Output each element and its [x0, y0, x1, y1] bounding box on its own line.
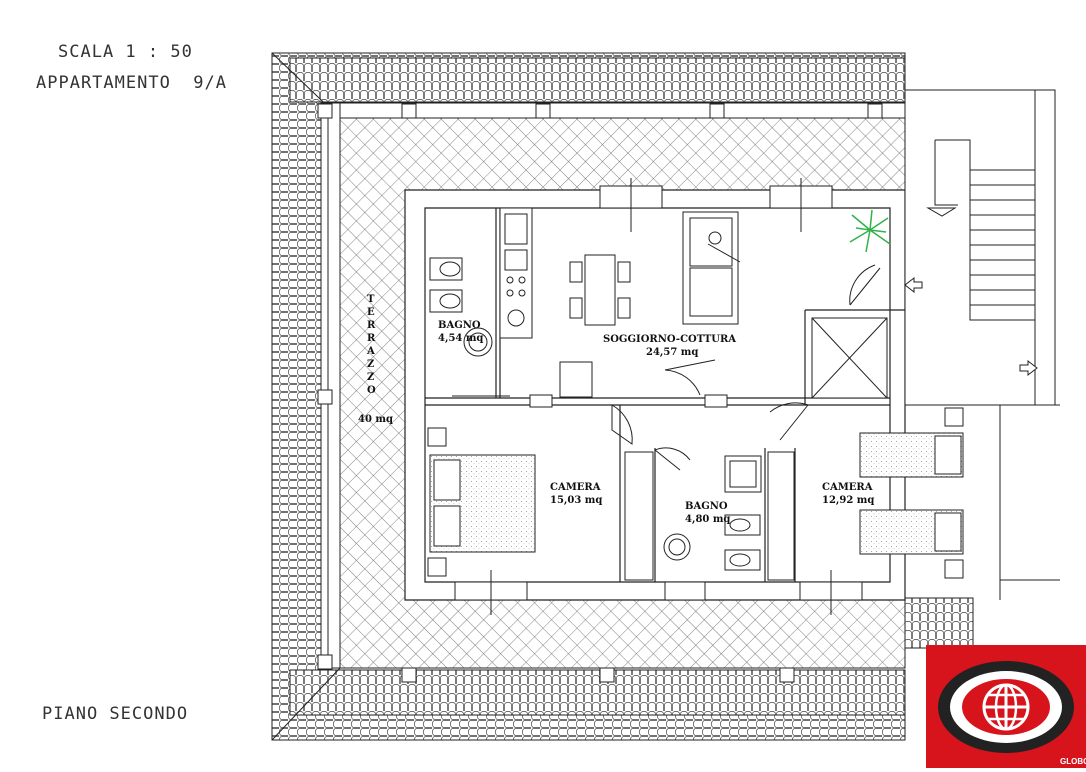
terrace-letter: E — [367, 307, 375, 318]
doors — [611, 264, 881, 471]
living-area: 24,57 mq — [646, 347, 698, 358]
floor-label: PIANO SECONDO — [42, 704, 189, 724]
terrace-letter: O — [367, 385, 376, 396]
scale-label: SCALA 1 : 50 — [58, 42, 193, 62]
camera2-name: CAMERA — [822, 482, 873, 493]
sofa — [682, 211, 741, 325]
camera1-name: CAMERA — [550, 482, 601, 493]
bagno2-area: 4,80 mq — [685, 514, 730, 525]
terrace-letter: A — [366, 346, 375, 357]
bagno2-name: BAGNO — [685, 501, 728, 512]
terrace-letter: Z — [367, 372, 374, 383]
terrace-letter: T — [367, 294, 375, 305]
terrace-paving — [317, 102, 906, 683]
camera1-area: 15,03 mq — [550, 495, 602, 506]
globe-icon: GLOBO — [938, 661, 1086, 766]
bathroom-fixtures — [429, 257, 762, 571]
bagno1-area: 4,54 mq — [438, 333, 483, 344]
globo-logo: GLOBO — [926, 645, 1086, 768]
kitchen-counter — [499, 207, 593, 398]
terrace-label: T E R R A Z Z O 40 mq — [358, 294, 393, 425]
apartment-label: APPARTAMENTO 9/A — [36, 73, 227, 93]
beds — [427, 407, 964, 581]
stairs — [811, 89, 1060, 600]
terrace-letter: R — [367, 320, 376, 331]
bagno1-name: BAGNO — [438, 320, 481, 331]
camera2-area: 12,92 mq — [822, 495, 874, 506]
terrace-letter: R — [367, 333, 376, 344]
plant-icon — [849, 209, 891, 253]
windows — [454, 178, 863, 615]
terrace-area: 40 mq — [358, 414, 393, 425]
roof-tiles — [271, 52, 974, 741]
dining-table — [569, 254, 631, 326]
terrace-letter: Z — [367, 359, 374, 370]
logo-text: GLOBO — [1060, 757, 1086, 766]
living-name: SOGGIORNO-COTTURA — [603, 334, 736, 345]
